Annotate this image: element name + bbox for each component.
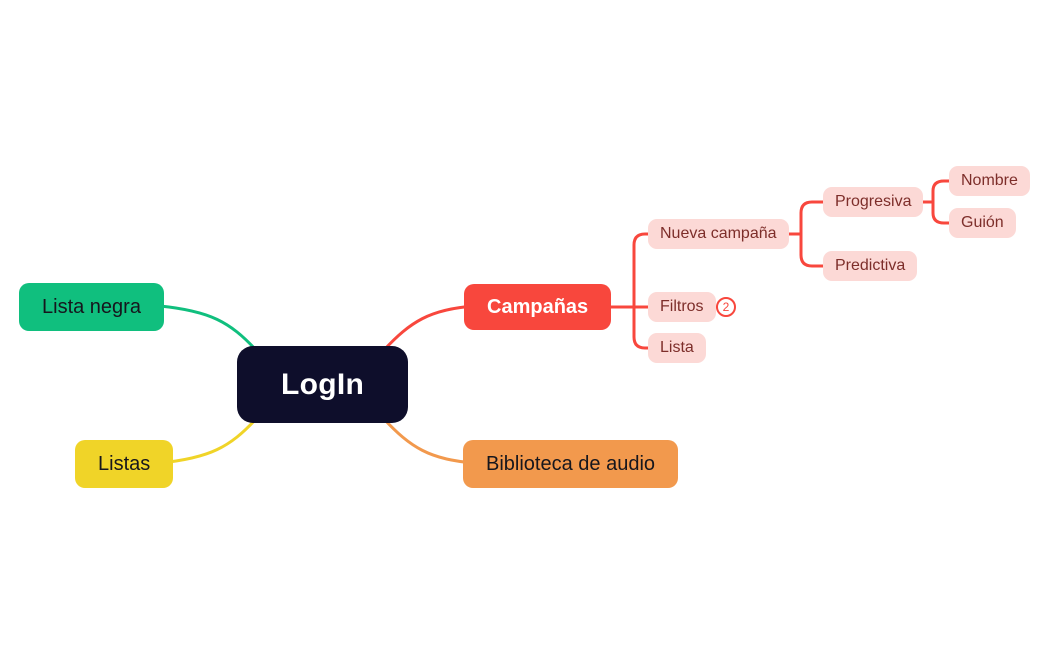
node-lista[interactable]: Lista: [648, 333, 706, 363]
node-nueva-campana[interactable]: Nueva campaña: [648, 219, 789, 249]
node-progresiva[interactable]: Progresiva: [823, 187, 924, 217]
node-lista-negra[interactable]: Lista negra: [19, 283, 164, 331]
edge-campanas-lista: [632, 305, 658, 350]
filtros-count-badge[interactable]: 2: [716, 297, 736, 317]
edge-login-campanas: [382, 304, 477, 352]
edge-progresiva-nombre: [931, 179, 958, 204]
edge-nueva-campana-predictiva: [799, 232, 832, 268]
node-listas[interactable]: Listas: [75, 440, 174, 488]
edge-campanas-nueva-campana: [632, 232, 658, 309]
node-login-root[interactable]: LogIn: [237, 346, 409, 423]
edge-login-lista-negra: [158, 304, 258, 352]
edge-progresiva-guion: [931, 200, 958, 225]
node-campanas[interactable]: Campañas: [464, 284, 612, 330]
edge-nueva-campana-progresiva: [799, 200, 832, 236]
node-biblioteca-de-audio[interactable]: Biblioteca de audio: [463, 440, 679, 488]
node-filtros[interactable]: Filtros: [648, 292, 716, 322]
edge-login-listas: [158, 417, 258, 465]
node-nombre[interactable]: Nombre: [949, 166, 1030, 196]
node-predictiva[interactable]: Predictiva: [823, 251, 918, 281]
edge-login-biblioteca: [382, 417, 477, 465]
node-guion[interactable]: Guión: [949, 208, 1016, 238]
